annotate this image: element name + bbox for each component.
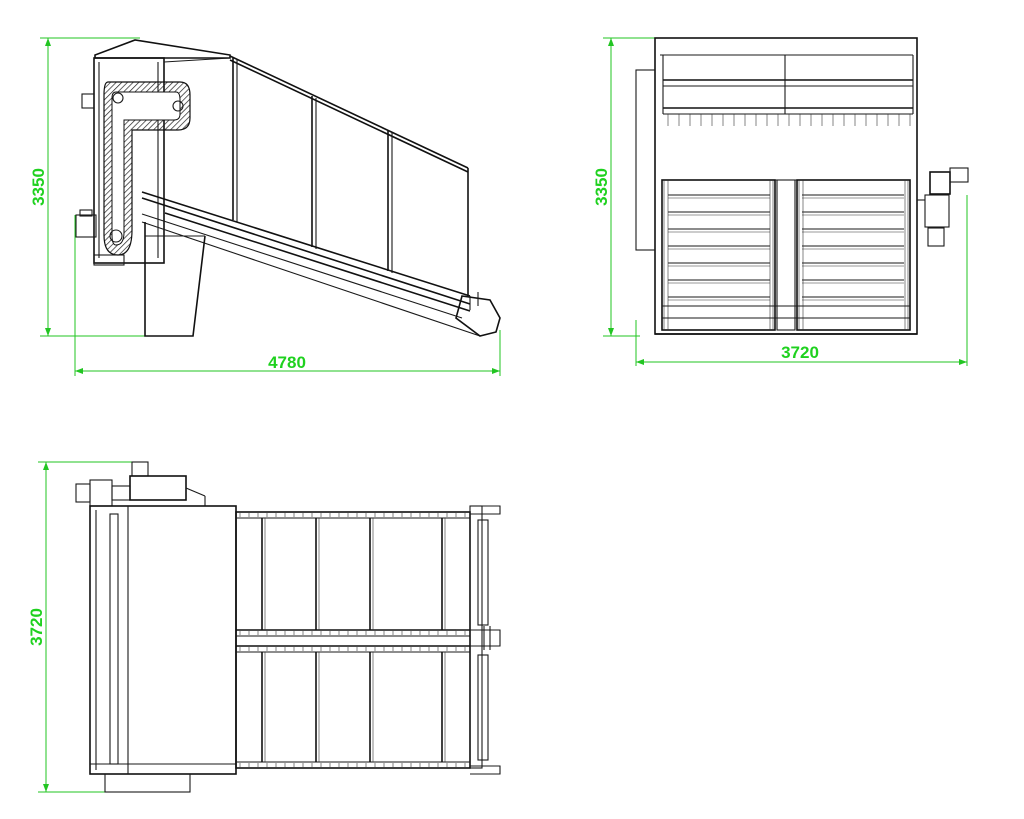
side-view-screen-frame <box>141 55 501 337</box>
screen-panel-dividers <box>261 518 446 762</box>
chain-drive-belt <box>103 81 191 256</box>
front-view-width-dimension: 3720 <box>635 195 968 366</box>
side-view-length-dimension: 4780 <box>74 215 501 376</box>
top-view-width-label: 3720 <box>27 608 46 646</box>
top-view: 3720 <box>27 461 501 793</box>
top-view-body <box>75 461 501 793</box>
front-view-width-label: 3720 <box>781 343 819 362</box>
rake-teeth <box>667 114 911 126</box>
side-view: 3350 4780 <box>29 37 501 376</box>
top-view-width-dimension: 3720 <box>27 461 140 793</box>
front-view-drive-motor <box>917 167 969 247</box>
side-view-height-label: 3350 <box>29 168 48 206</box>
front-view-height-dimension: 3350 <box>592 37 655 337</box>
front-view-frame <box>635 37 918 335</box>
front-view-height-label: 3350 <box>592 168 611 206</box>
side-view-length-label: 4780 <box>268 353 306 372</box>
screen-slats <box>663 180 909 330</box>
side-view-height-dimension: 3350 <box>29 37 150 337</box>
chain-links <box>239 513 466 767</box>
front-view: 3350 3720 <box>592 37 969 366</box>
side-view-housing <box>75 39 231 266</box>
